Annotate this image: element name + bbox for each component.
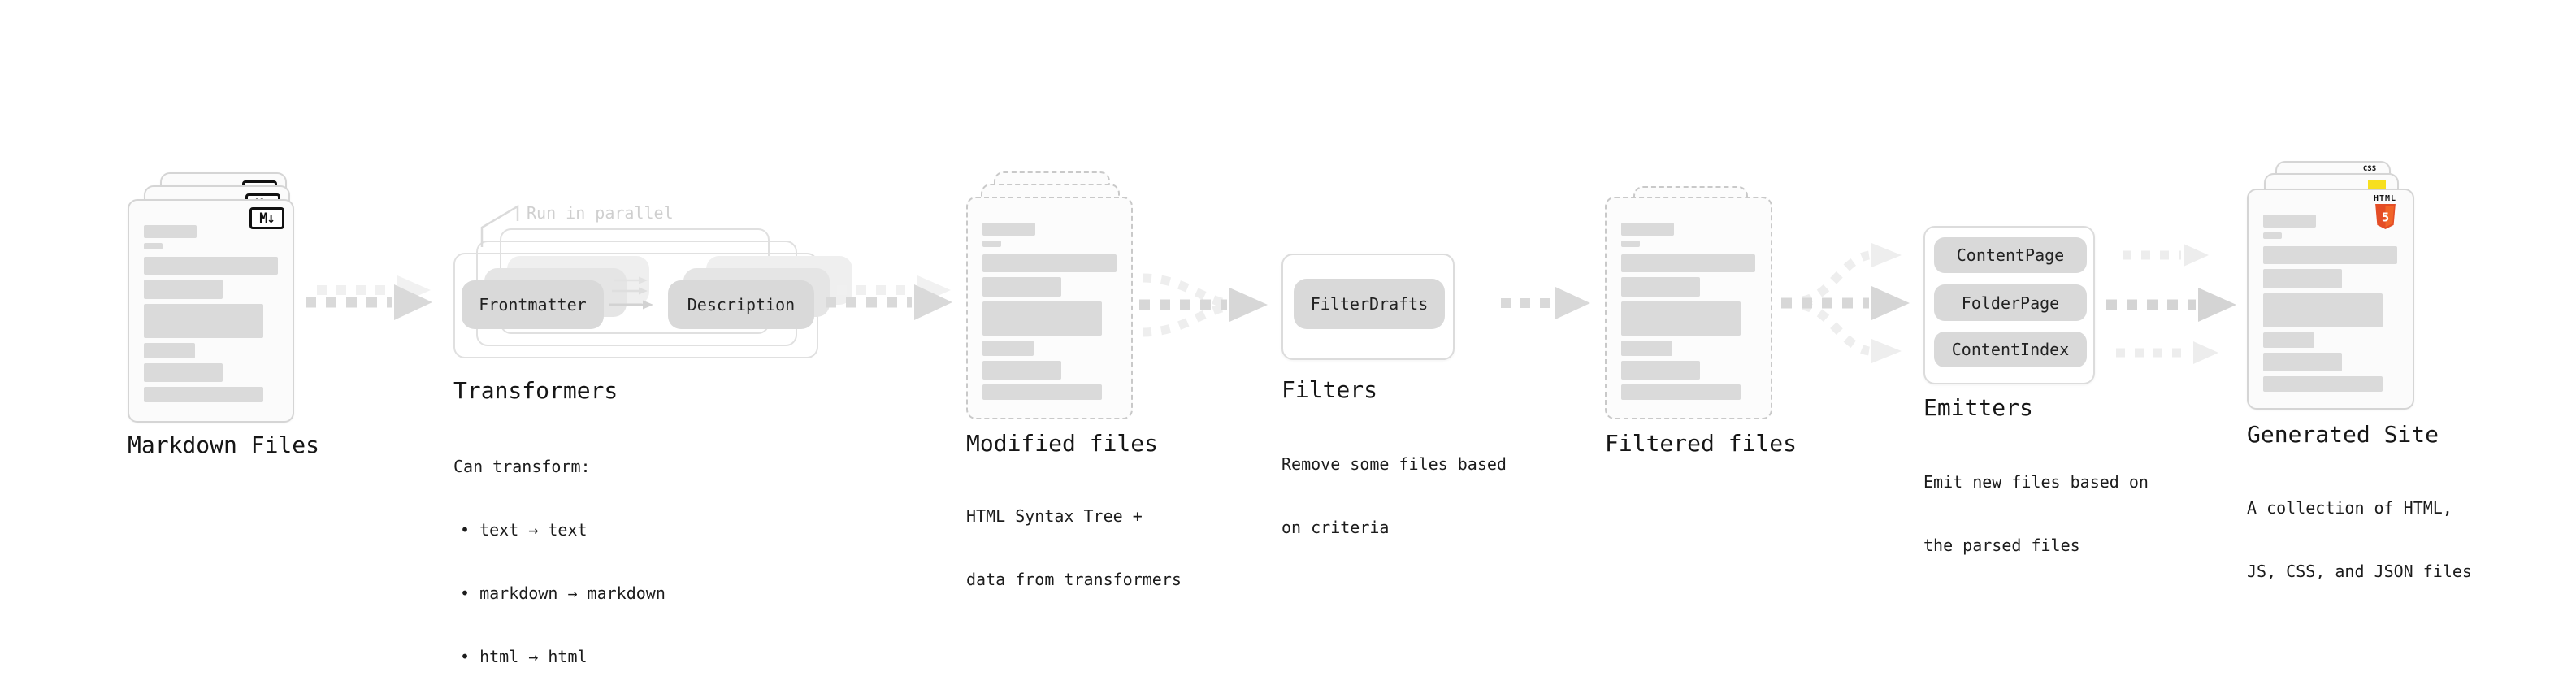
skeleton-bar [144, 225, 197, 238]
skeleton-bar [144, 304, 263, 338]
skeleton-bar [982, 361, 1061, 380]
skeleton-bar [144, 257, 278, 275]
transformers-caption: Can transform: • text → text • markdown … [453, 414, 666, 681]
svg-text:5: 5 [2381, 210, 2388, 225]
generated-doc-html: HTML 5 [2247, 189, 2414, 410]
pill-flow-arrows [609, 276, 653, 310]
caption-line: Remove some files based [1281, 454, 1507, 474]
css-icon-label: CSS [2362, 165, 2377, 173]
generated-site-label: Generated Site [2247, 421, 2439, 448]
html5-icon-label: HTML [2373, 194, 2397, 203]
markdown-file-doc-front: M↓ [128, 199, 294, 423]
emitters-caption: Emit new files based on the parsed files [1923, 429, 2149, 598]
arrow-contentpage-to-site [2123, 244, 2209, 267]
run-in-parallel-leader-line [480, 204, 519, 247]
arrow-filtered-to-emitters [1781, 243, 1910, 363]
skeleton-bar [1621, 277, 1700, 297]
frontmatter-pill: Frontmatter [462, 280, 604, 329]
skeleton-bar [1621, 254, 1755, 272]
skeleton-bar [982, 241, 1001, 247]
skeleton-bar [2263, 353, 2342, 371]
caption-line: HTML Syntax Tree + [966, 506, 1143, 526]
caption-line: Emit new files based on [1923, 472, 2149, 492]
skeleton-bar [2263, 376, 2383, 392]
arrow-modified-to-filters [1139, 273, 1268, 337]
skeleton-bar [1621, 301, 1741, 336]
html5-icon: HTML 5 [2367, 194, 2403, 229]
skeleton-bar [144, 363, 223, 382]
modified-files-caption: HTML Syntax Tree + data from transformer… [966, 463, 1182, 632]
caption-line: JS, CSS, and JSON files [2247, 562, 2472, 581]
emitters-label: Emitters [1923, 394, 2033, 421]
modified-file-doc-front [966, 197, 1133, 419]
skeleton-bar [144, 243, 163, 249]
run-in-parallel-annotation: Run in parallel [527, 203, 674, 223]
caption-bullet: • html → html [460, 647, 588, 666]
filterdrafts-pill: FilterDrafts [1294, 279, 1445, 329]
js-icon [2368, 180, 2386, 189]
markdown-files-label: Markdown Files [128, 432, 320, 458]
contentindex-pill: ContentIndex [1934, 332, 2087, 367]
caption-bullet: • markdown → markdown [460, 583, 666, 603]
skeleton-bar [1621, 384, 1741, 400]
arrow-folderpage-to-site [2106, 288, 2236, 322]
skeleton-bar [2263, 232, 2282, 239]
description-pill: Description [668, 280, 814, 329]
filters-caption: Remove some files based on criteria [1281, 411, 1507, 580]
caption-line: data from transformers [966, 570, 1182, 589]
contentpage-pill: ContentPage [1934, 237, 2087, 273]
skeleton-bar [2263, 269, 2342, 288]
skeleton-bar [1621, 340, 1672, 356]
skeleton-bar [144, 387, 263, 402]
filtered-files-label: Filtered files [1605, 430, 1798, 457]
caption-line: A collection of HTML, [2247, 498, 2452, 518]
filters-label: Filters [1281, 376, 1378, 403]
generated-site-caption: A collection of HTML, JS, CSS, and JSON … [2247, 455, 2472, 624]
markdown-icon: M↓ [249, 207, 284, 229]
html5-shield: 5 [2374, 204, 2396, 229]
skeleton-bar [2263, 246, 2397, 264]
caption-line: Can transform: [453, 457, 591, 476]
arrow-contentindex-to-site [2116, 341, 2218, 364]
skeleton-bar [982, 301, 1102, 336]
caption-line: on criteria [1281, 518, 1390, 537]
skeleton-bar [1621, 241, 1640, 247]
transformers-label: Transformers [453, 377, 618, 404]
skeleton-bar [1621, 223, 1674, 236]
arrow-filters-to-filtered [1501, 287, 1590, 319]
skeleton-bar [982, 277, 1061, 297]
arrow-transformers-to-modified [826, 275, 952, 320]
skeleton-bar [982, 340, 1034, 356]
skeleton-bar [2263, 332, 2314, 348]
caption-line: the parsed files [1923, 536, 2080, 555]
skeleton-bar [2263, 293, 2383, 327]
skeleton-bar [982, 254, 1117, 272]
skeleton-bar [982, 384, 1102, 400]
skeleton-bar [144, 343, 195, 358]
skeleton-bar [982, 223, 1035, 236]
folderpage-pill: FolderPage [1934, 284, 2087, 321]
arrow-markdown-to-transformers [306, 275, 432, 320]
modified-files-label: Modified files [966, 430, 1159, 457]
skeleton-bar [144, 280, 223, 299]
filtered-file-doc-front [1605, 197, 1772, 419]
skeleton-bar [2263, 215, 2316, 228]
caption-bullet: • text → text [460, 520, 588, 540]
skeleton-bar [1621, 361, 1700, 380]
